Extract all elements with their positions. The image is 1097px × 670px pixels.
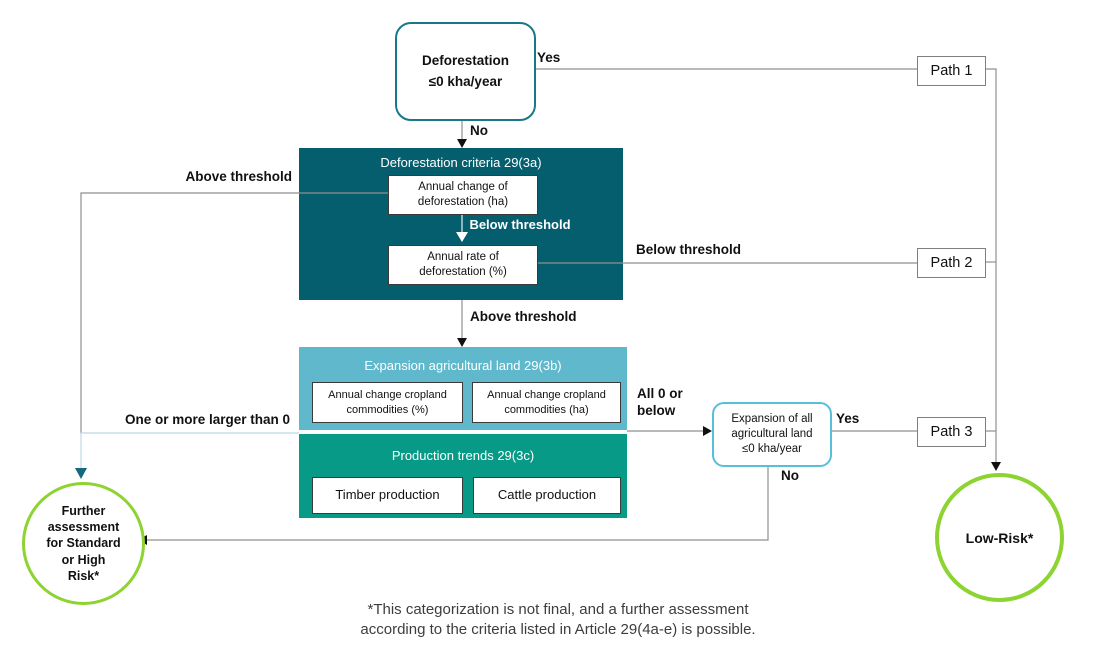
- arrowhead-above-threshold-down: [457, 338, 467, 347]
- annual-change-deforestation-box: Annual change of deforestation (ha): [388, 175, 538, 215]
- arrowhead-all-zero-below: [703, 426, 712, 436]
- production-trends-title: Production trends 29(3c): [391, 448, 535, 463]
- label-below-threshold-right: Below threshold: [636, 242, 742, 257]
- path-2-box: Path 2: [917, 248, 986, 278]
- expansion-agricultural-title: Expansion agricultural land 29(3b): [364, 358, 562, 373]
- arrowhead-no-top: [457, 139, 467, 148]
- label-above-threshold-left: Above threshold: [185, 169, 292, 184]
- label-one-or-more-larger: One or more larger than 0: [124, 412, 290, 427]
- label-no-right: No: [781, 468, 799, 483]
- label-no-top: No: [470, 123, 488, 138]
- label-below-threshold-inner: Below threshold: [469, 217, 571, 232]
- low-risk-circle: Low-Risk*: [935, 473, 1064, 602]
- expansion-all-decision-node: Expansion of all agricultural land ≤0 kh…: [712, 402, 832, 467]
- deforestation-criteria-title: Deforestation criteria 29(3a): [380, 155, 542, 170]
- path-3-box: Path 3: [917, 417, 986, 447]
- annual-rate-deforestation-box: Annual rate of deforestation (%): [388, 245, 538, 285]
- timber-production-box: Timber production: [312, 477, 463, 514]
- label-all-zero-or-below: All 0 or below: [637, 386, 683, 418]
- cropland-percent-box: Annual change cropland commodities (%): [312, 382, 463, 423]
- further-assessment-circle: Further assessment for Standard or High …: [22, 482, 145, 605]
- cropland-ha-box: Annual change cropland commodities (ha): [472, 382, 621, 423]
- label-above-threshold-down: Above threshold: [470, 309, 577, 324]
- arrowhead-into-low-risk: [991, 462, 1001, 471]
- path-1-box: Path 1: [917, 56, 986, 86]
- label-yes-right: Yes: [836, 411, 860, 426]
- cattle-production-box: Cattle production: [473, 477, 621, 514]
- deforestation-decision-node: Deforestation ≤0 kha/year: [395, 22, 536, 121]
- label-yes-top: Yes: [537, 50, 561, 65]
- arrowhead-into-further-assessment: [75, 468, 87, 479]
- footnote: *This categorization is not final, and a…: [360, 601, 756, 639]
